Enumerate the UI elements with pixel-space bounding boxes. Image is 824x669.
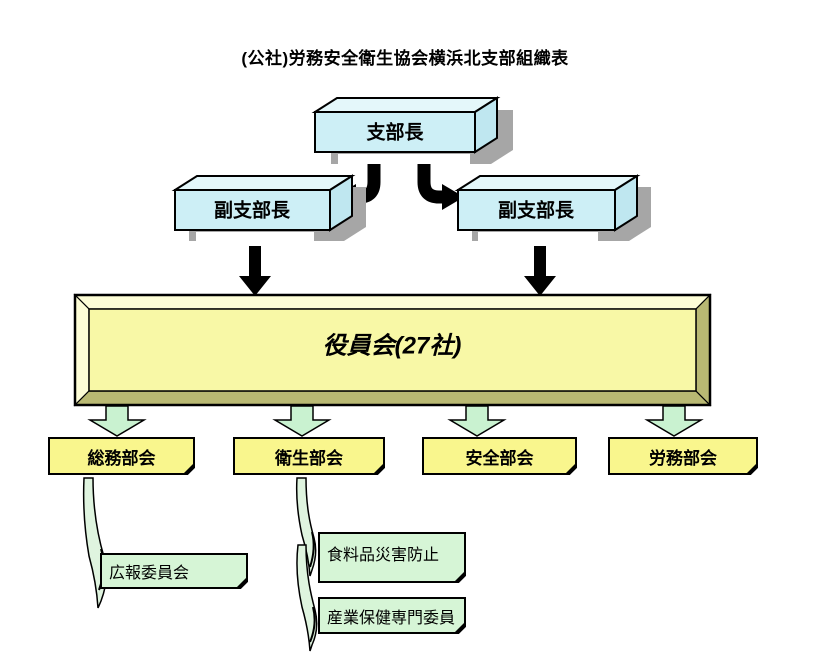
board-label: 役員会(27社) xyxy=(323,333,462,360)
curved-arrow-right-head xyxy=(442,184,464,210)
committee-box-shokuryou: 食料品災害防止 xyxy=(318,532,466,583)
committee-label: 広報委員会 xyxy=(109,565,190,582)
dept-box-roumu: 労務部会 xyxy=(608,437,758,475)
board-bevel-bottom xyxy=(73,390,712,406)
committee-label: 産業保健専門委員 xyxy=(327,609,456,627)
page-title: (公社)労務安全衛生協会横浜北支部組織表 xyxy=(241,49,569,68)
dept-label: 安全部会 xyxy=(465,448,534,468)
dept-label: 総務部会 xyxy=(87,448,156,468)
connector-eisei-shokuryou xyxy=(295,477,317,577)
committee-box-sangyou: 産業保健専門委員 xyxy=(318,597,466,634)
dept-box-eisei: 衛生部会 xyxy=(233,437,385,475)
green-arrow-4 xyxy=(644,405,704,437)
down-arrow-left xyxy=(239,246,271,296)
deputy-left-redaction-strip xyxy=(196,232,314,244)
down-arrow-right xyxy=(524,246,556,296)
chief-redaction-strip xyxy=(338,154,470,168)
dept-box-soumu: 総務部会 xyxy=(48,437,195,475)
deputy-right-label: 副支部長 xyxy=(498,199,575,222)
board-outer-frame xyxy=(73,293,712,407)
chief-label: 支部長 xyxy=(365,121,424,144)
green-arrow-3 xyxy=(447,405,507,437)
green-arrow-1 xyxy=(87,405,147,437)
dept-label: 労務部会 xyxy=(649,448,717,468)
deputy-right-front xyxy=(457,189,616,231)
green-arrow-2 xyxy=(272,405,332,437)
chief-box: 支部長 xyxy=(311,96,513,168)
board-box: 役員会(27社) xyxy=(73,293,712,407)
deputy-right-redaction-strip xyxy=(478,232,598,244)
deputy-left-label: 副支部長 xyxy=(214,199,291,222)
connector-eisei-sangyou xyxy=(296,544,318,652)
curved-arrow-right xyxy=(417,164,464,210)
committee-box-kouhou: 広報委員会 xyxy=(100,553,248,589)
deputy-right-top-face xyxy=(454,175,641,191)
board-bevel-right xyxy=(695,293,711,407)
deputy-left-top-face xyxy=(171,175,356,191)
board-bevel-left xyxy=(74,293,90,407)
board-inner-panel xyxy=(88,308,697,392)
chief-box-top-face xyxy=(311,97,501,113)
deputy-left-box: 副支部長 xyxy=(171,174,366,244)
dept-label: 衛生部会 xyxy=(275,448,343,468)
deputy-left-front xyxy=(174,189,331,231)
deputy-right-box: 副支部長 xyxy=(454,174,651,244)
chief-box-front xyxy=(314,111,476,153)
board-bevel-top xyxy=(73,294,712,310)
dept-box-anzen: 安全部会 xyxy=(422,437,577,475)
committee-label: 食料品災害防止 xyxy=(327,547,440,564)
